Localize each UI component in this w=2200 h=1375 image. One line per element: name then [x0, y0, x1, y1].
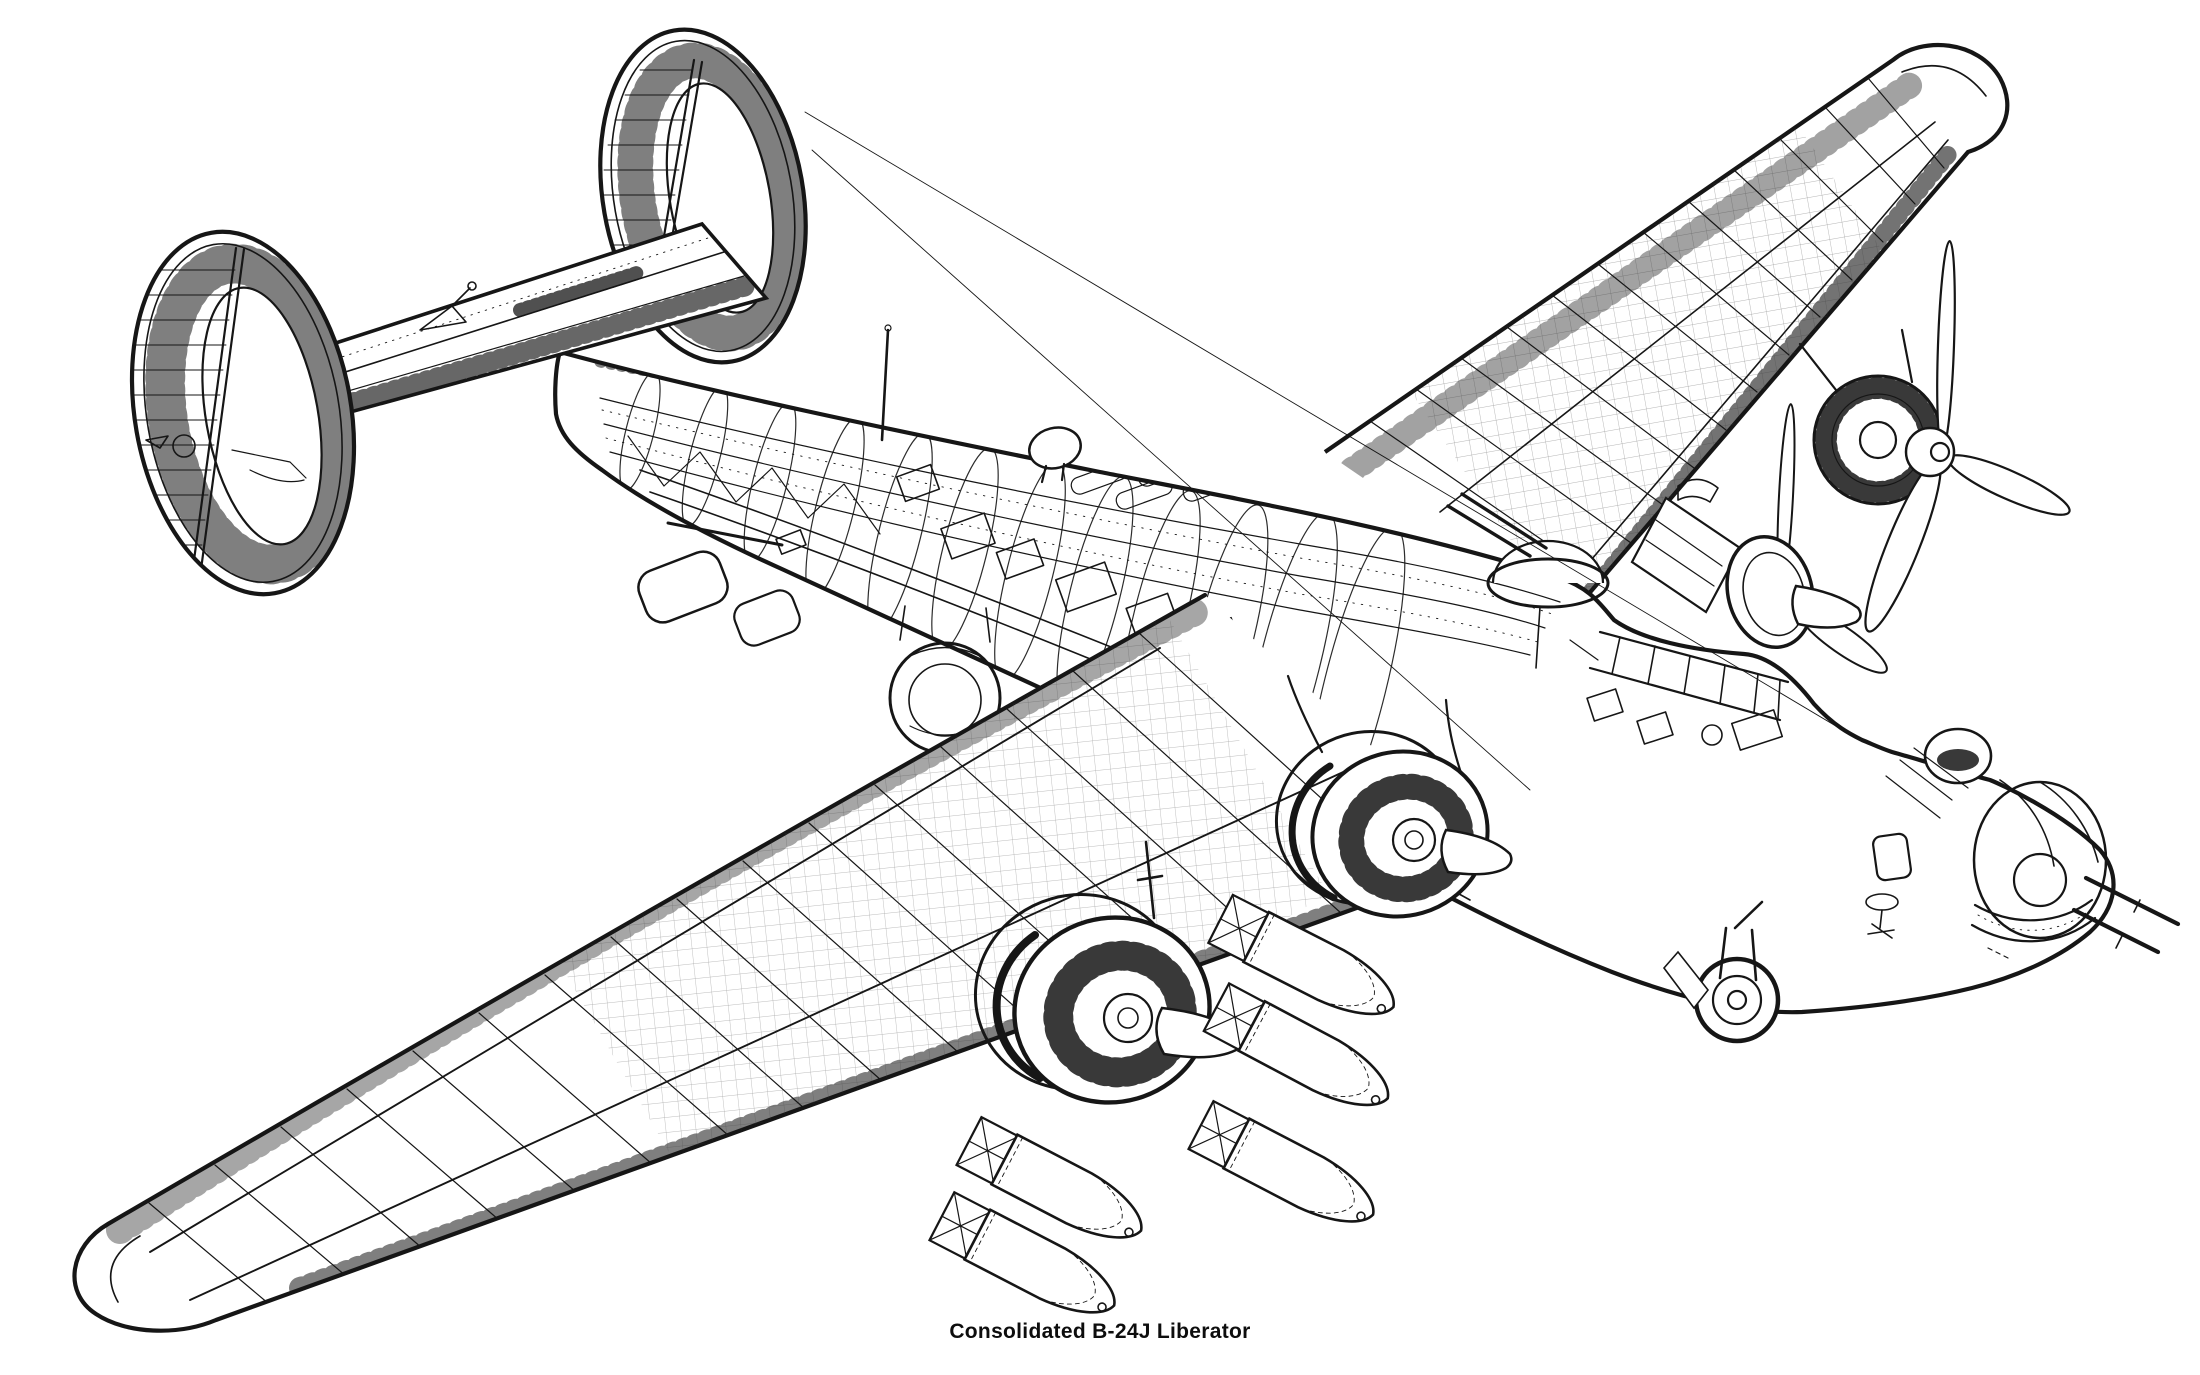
tailplane: [289, 221, 770, 431]
bomb: [1187, 1099, 1375, 1223]
port-tail-fin: [124, 229, 359, 597]
bomb: [927, 1190, 1116, 1314]
starboard-wing: [1323, 42, 2010, 620]
nose-turret: [1970, 779, 2181, 959]
bomb: [1202, 981, 1390, 1107]
engine-nacelle-4: [1798, 239, 2071, 633]
figure-caption: Consolidated B-24J Liberator: [949, 1320, 1251, 1343]
top-turret: [1446, 492, 1610, 669]
direction-finder-fairing: [1028, 426, 1082, 484]
bombardier-seat: [1865, 893, 1899, 939]
elevator-bellcrank: [419, 281, 477, 331]
nose-wheel: [1662, 900, 1781, 1044]
antenna-mast: [880, 324, 892, 442]
engine-nacelle-1: [973, 840, 1242, 1105]
waist-gun: [666, 521, 807, 555]
spinner-2: [1440, 828, 1513, 876]
nose-glazing: [1885, 747, 1969, 819]
bomb: [1206, 893, 1395, 1016]
cheek-window: [1872, 832, 1912, 882]
astrodome: [1923, 727, 1993, 785]
propeller-4: [1864, 239, 2071, 633]
flight-deck: [1586, 688, 1784, 751]
engine-nacelle-3: [1630, 403, 1888, 674]
cockpit-canopy: [1569, 630, 1790, 722]
nose-guns: [2071, 875, 2181, 955]
waist-window: [637, 550, 801, 647]
bomb: [955, 1115, 1143, 1239]
antenna-wires: [804, 111, 1857, 791]
falling-bombs: [927, 893, 1395, 1314]
engine-nacelle-2: [1274, 674, 1513, 919]
